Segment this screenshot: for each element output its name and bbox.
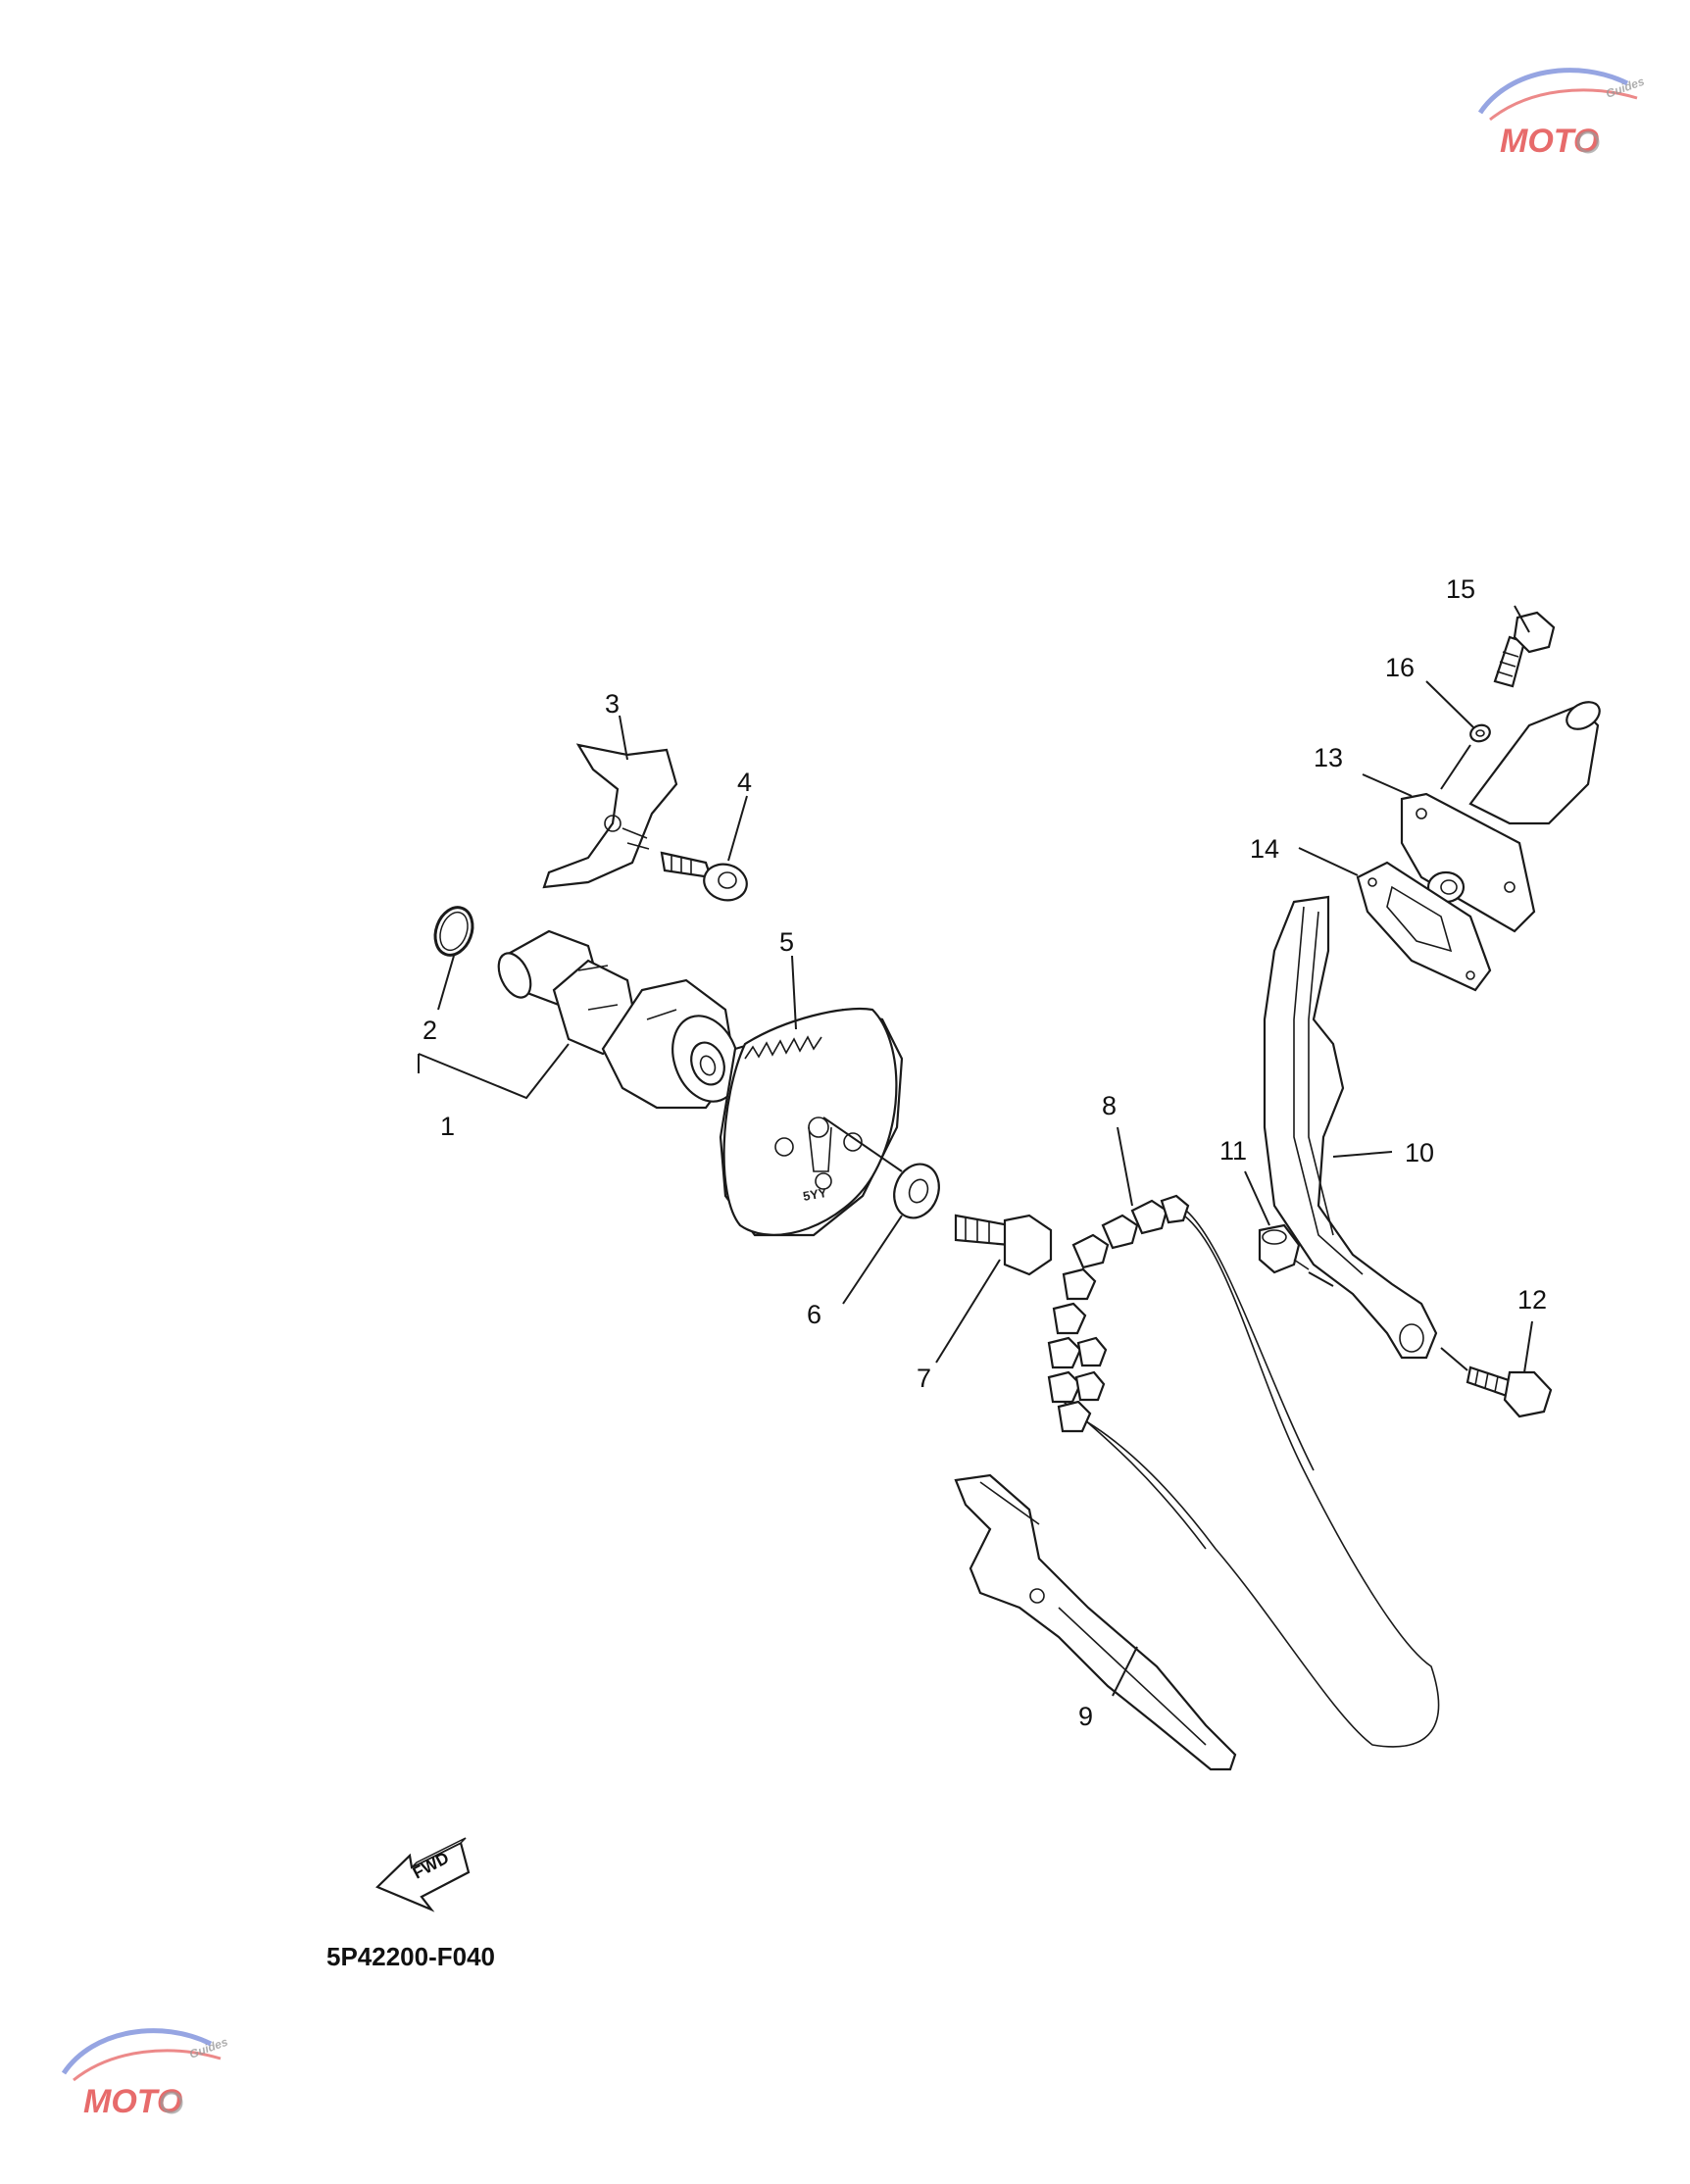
callout-7: 7	[917, 1364, 931, 1393]
callout-4: 4	[737, 768, 752, 797]
bracket-line-1	[418, 1043, 570, 1100]
callout-3: 3	[605, 689, 620, 719]
callout-5: 5	[779, 927, 794, 957]
gear-icon-bottom	[160, 2091, 183, 2114]
part-plate	[542, 743, 678, 889]
chain-links	[1047, 1194, 1190, 1433]
part-bolt-7	[954, 1214, 1053, 1276]
leader-12	[1523, 1320, 1533, 1373]
part-bolt-4	[660, 851, 748, 902]
part-gasket	[1356, 861, 1492, 992]
leader-11	[1244, 1170, 1270, 1226]
leader-10	[1332, 1151, 1393, 1158]
callout-2: 2	[422, 1016, 437, 1045]
leader-3	[619, 715, 628, 761]
leader-5	[791, 955, 797, 1030]
leader-8	[1117, 1126, 1133, 1207]
leader-12-axis	[1440, 1347, 1468, 1371]
callout-6: 6	[807, 1300, 821, 1329]
watermark-logo-top: MOTO Guides	[1477, 68, 1647, 160]
callout-12: 12	[1517, 1285, 1547, 1315]
leader-16	[1425, 680, 1474, 728]
part-o-ring	[433, 906, 474, 957]
part-washer-16	[1469, 723, 1491, 743]
leader-11-pin	[1308, 1271, 1334, 1287]
callout-1: 1	[440, 1112, 455, 1141]
part-cam-chain	[1047, 1194, 1440, 1748]
part-washer	[893, 1163, 940, 1219]
leader-2	[437, 955, 455, 1011]
leader-4	[727, 795, 748, 862]
callout-13: 13	[1314, 743, 1343, 772]
leader-13	[1362, 773, 1413, 797]
part-camshaft	[497, 929, 740, 1110]
callout-14: 14	[1250, 834, 1279, 864]
watermark-brand-bottom: MOTO	[83, 2083, 182, 2120]
leader-14	[1298, 847, 1359, 876]
callout-9: 9	[1078, 1702, 1093, 1731]
leader-6	[842, 1215, 903, 1305]
watermark-brand: MOTO	[1500, 123, 1599, 160]
part-collar	[1258, 1223, 1310, 1274]
leader-5-bolt	[822, 1117, 903, 1172]
sprocket-stamp-text: 5YY	[802, 1185, 828, 1204]
callout-10: 10	[1405, 1138, 1434, 1167]
watermark-logo-bottom: MOTO Guides	[61, 2028, 230, 2120]
callout-labels: 1 2 3 4 5 6 7 8 9 10 11 12 13 14 15 16	[422, 574, 1547, 1731]
part-chain-guide	[954, 1473, 1237, 1771]
callout-15: 15	[1446, 574, 1475, 604]
leader-9	[1112, 1646, 1138, 1697]
callout-8: 8	[1102, 1091, 1117, 1120]
part-tensioner-body	[1400, 701, 1601, 933]
part-sprocket: 5YY	[719, 1008, 904, 1237]
diagram-part-code: 5P42200-F040	[326, 1942, 495, 1971]
leader-15	[1514, 605, 1530, 633]
leader-7	[935, 1259, 1001, 1364]
leader-16-axis	[1440, 744, 1471, 790]
callout-16: 16	[1385, 653, 1415, 682]
part-bolt-12	[1466, 1365, 1553, 1418]
callout-11: 11	[1219, 1136, 1247, 1166]
part-tensioner-arm	[1263, 895, 1438, 1360]
forward-arrow-icon: FWD	[375, 1837, 471, 1912]
gear-icon	[1576, 130, 1600, 154]
